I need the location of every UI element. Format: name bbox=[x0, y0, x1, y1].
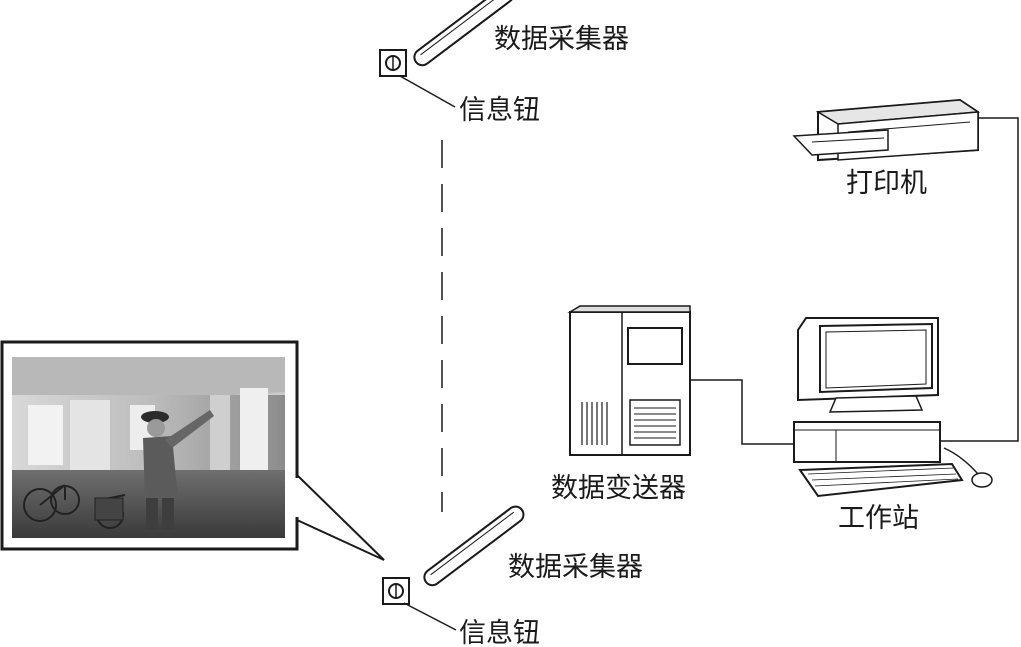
guard-photo bbox=[12, 357, 285, 538]
workstation-label: 工作站 bbox=[838, 503, 919, 534]
info-button-top-label: 信息钮 bbox=[459, 95, 540, 126]
data-collector-bottom-label: 数据采集器 bbox=[508, 552, 643, 583]
info-button-bottom-icon bbox=[382, 577, 410, 605]
printer-icon bbox=[792, 98, 981, 162]
transmitter-to-workstation-cable bbox=[690, 379, 794, 445]
info-button-top-leader bbox=[399, 75, 456, 108]
printer-to-workstation-cable bbox=[940, 117, 1019, 442]
printer-label: 打印机 bbox=[846, 168, 927, 199]
data-collector-bottom bbox=[423, 505, 525, 587]
data-transmitter-icon bbox=[567, 305, 691, 456]
data-collector-top-label: 数据采集器 bbox=[494, 24, 629, 55]
info-button-bottom-leader bbox=[403, 602, 457, 631]
info-button-top-icon bbox=[379, 49, 407, 77]
security-guard-figure bbox=[141, 410, 214, 530]
data-collector-top bbox=[413, 0, 515, 67]
data-transmitter-label: 数据变送器 bbox=[551, 473, 686, 504]
workstation-icon bbox=[793, 317, 993, 498]
info-button-bottom-label: 信息钮 bbox=[459, 618, 540, 647]
